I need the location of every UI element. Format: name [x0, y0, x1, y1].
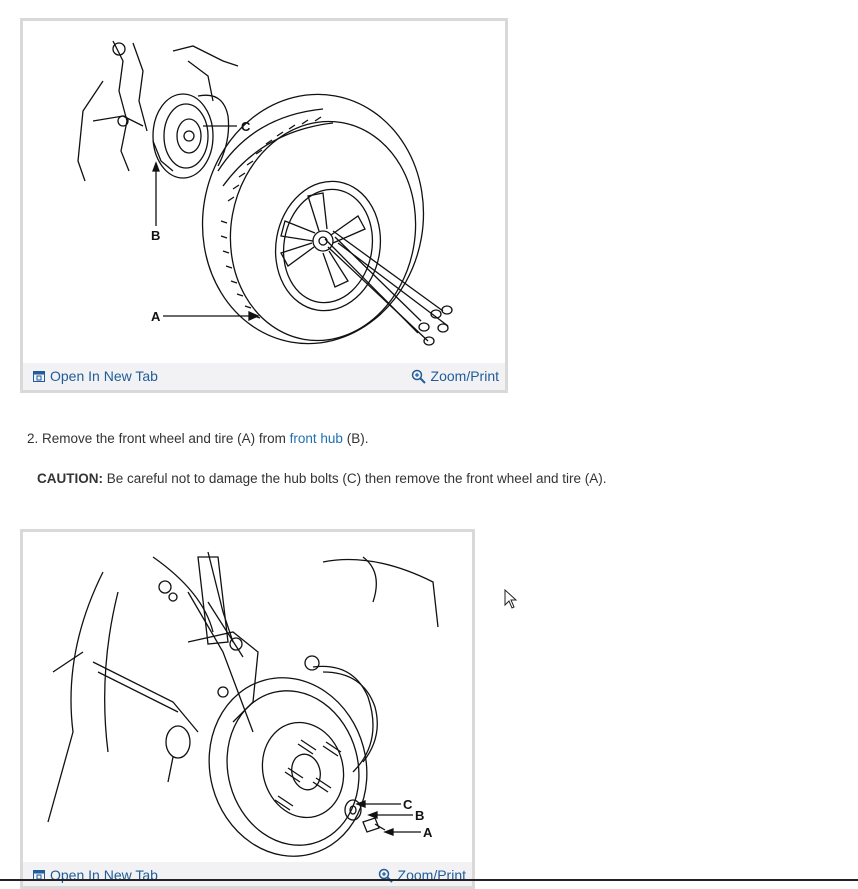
open-in-new-tab-button[interactable]: Open In New Tab	[33, 368, 158, 384]
open-in-new-tab-icon	[33, 370, 45, 382]
wheel-tire-illustration: C B A	[77, 40, 453, 346]
figure-wheel-removal: C B A Open In New Tab Zoom/Print	[20, 18, 508, 393]
mouse-cursor-icon	[504, 589, 518, 609]
step-text-after: (B).	[346, 431, 369, 446]
zoom-print-button[interactable]: Zoom/Print	[411, 368, 499, 384]
caution-text: Be careful not to damage the hub bolts (…	[106, 471, 607, 486]
open-in-new-tab-label: Open In New Tab	[50, 368, 158, 384]
hub-brake-illustration: C B A	[47, 551, 439, 857]
figure-hub-bolts: C B A Open In New Tab Zoom/Print	[20, 529, 475, 889]
caution-note: CAUTION: Be careful not to damage the hu…	[37, 471, 607, 486]
callout-b: B	[151, 228, 160, 243]
callout-c: C	[403, 797, 413, 812]
callout-a: A	[423, 825, 433, 840]
step-2-instruction: 2. Remove the front wheel and tire (A) f…	[27, 431, 368, 446]
callout-a: A	[151, 309, 161, 324]
figure-toolbar: Open In New Tab Zoom/Print	[23, 363, 505, 390]
figure-toolbar: Open In New Tab Zoom/Print	[23, 862, 472, 886]
zoom-print-label: Zoom/Print	[430, 368, 499, 384]
front-hub-link[interactable]: front hub	[289, 431, 343, 446]
magnifier-plus-icon	[411, 369, 426, 384]
callout-b: B	[415, 808, 424, 823]
divider	[0, 879, 858, 881]
callout-c: C	[241, 119, 251, 134]
caution-label: CAUTION:	[37, 471, 103, 486]
step-number: 2.	[27, 431, 39, 446]
step-text-before: Remove the front wheel and tire (A) from	[42, 431, 286, 446]
